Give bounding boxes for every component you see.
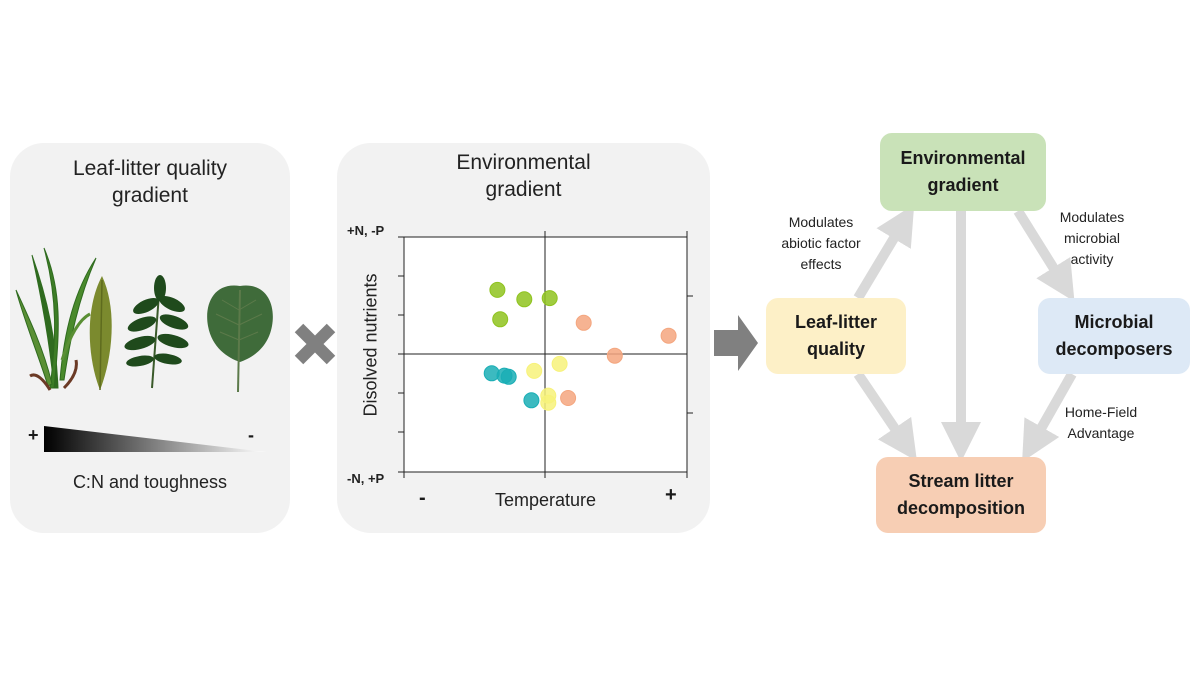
cross-icon (294, 323, 336, 365)
scatter-point (489, 281, 506, 298)
microbial-activity-note: Modulates microbial activity (1059, 209, 1125, 267)
leaf-panel-title: Leaf-litter quality gradient (72, 157, 228, 207)
scatter-point (500, 368, 517, 385)
scatter-point (541, 290, 558, 307)
microbial-decomposers-box: Microbial decomposers (1038, 298, 1190, 374)
stream-litter-decomposition-box: Stream litter decomposition (876, 457, 1046, 533)
frame-ticks (398, 231, 693, 478)
scatter-point (492, 311, 509, 328)
right-arrow-icon (714, 315, 758, 371)
grass-leaf-icon (15, 247, 97, 391)
scatter-point (575, 314, 592, 331)
environmental-gradient-box: Environmental gradient (880, 133, 1046, 211)
gradient-minus-label: - (248, 425, 254, 445)
scatter-point (551, 355, 568, 372)
y-top-label: +N, -P (347, 223, 385, 238)
compound-leaf-icon (124, 275, 189, 389)
scatter-point (606, 347, 623, 364)
scatter-point (540, 394, 557, 411)
scatter-point (660, 327, 677, 344)
arrow-leaf-to-stream (853, 371, 917, 462)
scatter-points (483, 281, 677, 411)
x-max-label: + (665, 484, 677, 506)
abiotic-effects-note: Modulates abiotic factor effects (781, 214, 861, 272)
arrow-env-to-micro (1013, 208, 1075, 302)
gradient-plus-label: + (28, 425, 39, 445)
scatter-point (516, 291, 533, 308)
arrow-leaf-to-env (853, 204, 915, 301)
gradient-wedge (44, 426, 266, 452)
willow-leaf-icon (89, 276, 112, 391)
x-axis-label: Temperature (494, 490, 597, 510)
x-min-label: - (419, 487, 426, 509)
y-bottom-label: -N, +P (347, 471, 385, 486)
environmental-panel-title: Environmental gradient (456, 151, 591, 201)
arrow-micro-to-stream (1022, 371, 1077, 462)
alder-leaf-icon (207, 285, 273, 393)
gradient-label: C:N and toughness (72, 472, 228, 492)
scatter-point (526, 362, 543, 379)
home-field-advantage-note: Home-Field Advantage (1064, 404, 1138, 441)
leaf-litter-quality-box: Leaf-litter quality (766, 298, 906, 374)
scatter-point (523, 392, 540, 409)
scatter-point (560, 390, 577, 406)
